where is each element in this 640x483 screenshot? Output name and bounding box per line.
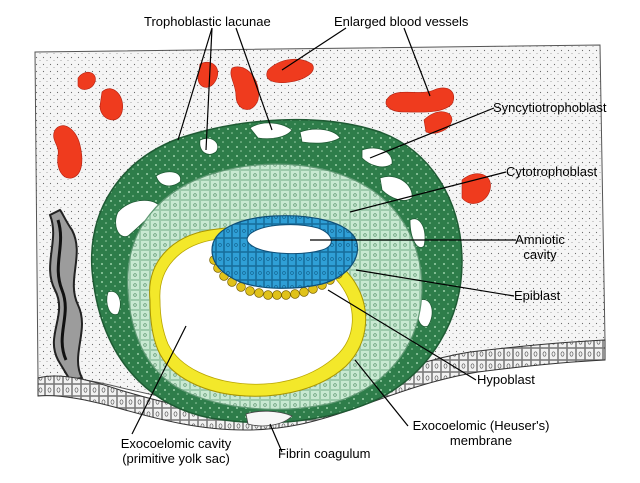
uterine-gland-lumen [56, 219, 68, 361]
leader-line [354, 359, 409, 427]
blood-vessels [53, 58, 491, 204]
leader-line [327, 289, 477, 381]
lacuna [379, 176, 413, 201]
label-amniotic-cavity-line1: Amniotic [515, 232, 565, 247]
label-exocoelomic-membrane: Exocoelomic (Heuser's) membrane [406, 418, 556, 448]
uterine-gland [48, 208, 84, 382]
label-exocoelomic-cavity-line1: Exocoelomic cavity [120, 436, 232, 451]
label-cytotrophoblast: Cytotrophoblast [506, 164, 598, 179]
leader-line [355, 269, 515, 297]
blood-vessel [99, 88, 123, 121]
label-amniotic-cavity: Amniotic cavity [510, 232, 570, 262]
leader-line [369, 107, 495, 159]
lacuna [199, 137, 219, 155]
lacuna [155, 171, 182, 187]
leader-line [403, 27, 431, 97]
lacuna [299, 128, 341, 144]
amniotic-cavity [246, 224, 332, 255]
leader-line [235, 27, 273, 131]
leader-line [131, 325, 187, 435]
blood-vessel [77, 71, 96, 90]
label-enlarged-blood-vessels: Enlarged blood vessels [334, 14, 469, 29]
fibrin-coagulum [245, 410, 293, 427]
label-exocoelomic-cavity-line2: (primitive yolk sac) [122, 451, 230, 466]
lacuna [106, 290, 121, 316]
label-exocoelomic-membrane-line1: Exocoelomic (Heuser's) [412, 418, 550, 433]
label-epiblast: Epiblast [514, 288, 561, 303]
lacuna [249, 122, 293, 140]
label-exocoelomic-cavity: Exocoelomic cavity (primitive yolk sac) [110, 436, 242, 466]
label-hypoblast: Hypoblast [477, 372, 535, 387]
leader-line [349, 171, 507, 213]
blood-vessel [53, 125, 83, 179]
label-trophoblastic-lacunae: Trophoblastic lacunae [144, 14, 271, 29]
leader-line [205, 27, 213, 151]
label-amniotic-cavity-line2: cavity [523, 247, 557, 262]
leader-lines [131, 27, 516, 453]
label-syncytiotrophoblast: Syncytiotrophoblast [493, 100, 607, 115]
leader-line [269, 423, 283, 453]
label-fibrin-coagulum: Fibrin coagulum [278, 446, 371, 461]
leader-line [177, 27, 213, 141]
label-exocoelomic-membrane-line2: membrane [449, 433, 513, 448]
leader-line [281, 27, 347, 71]
blood-vessel [385, 87, 454, 113]
blood-vessel [266, 58, 314, 83]
